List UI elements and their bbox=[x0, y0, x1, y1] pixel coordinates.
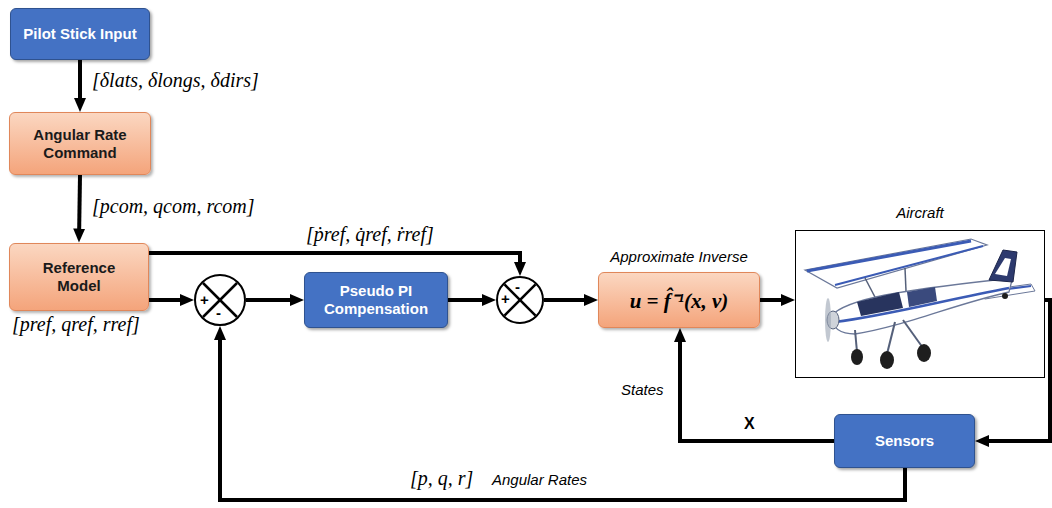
box-heading: Approximate Inverse bbox=[559, 248, 799, 265]
signal-arrow bbox=[78, 60, 82, 104]
signal-label: [pcom, qcom, rcom] bbox=[92, 195, 255, 218]
plus-sign: + bbox=[200, 291, 209, 308]
box-heading: Aircraft bbox=[756, 204, 1052, 221]
signal-arrow bbox=[246, 298, 296, 302]
state-label: States bbox=[621, 381, 664, 398]
signal-arrow bbox=[149, 253, 520, 268]
signal-arrow bbox=[680, 336, 834, 441]
signal-arrow bbox=[220, 334, 905, 500]
signal-label: [p, q, r] bbox=[410, 467, 473, 490]
signal-arrow bbox=[760, 298, 787, 302]
signal-label: X bbox=[744, 415, 755, 433]
signal-arrow bbox=[77, 175, 82, 235]
signal-arrow bbox=[448, 298, 488, 302]
summing-junction: +- bbox=[496, 276, 544, 324]
summing-junction: +- bbox=[194, 274, 246, 326]
box-label: Pseudo PI Compensation bbox=[313, 282, 439, 318]
sensor-box: Sensors bbox=[834, 414, 975, 468]
signal-label: Angular Rates bbox=[492, 471, 587, 488]
inverse-box: Approximate Inverseu = f̂⁻¹(x, v) bbox=[598, 272, 760, 328]
input-box: Pilot Stick Input bbox=[10, 8, 150, 60]
signal-label: [δlats, δlongs, δdirs] bbox=[92, 69, 259, 92]
controller-box: Pseudo PI Compensation bbox=[304, 272, 448, 328]
process-box: Angular Rate Command bbox=[9, 112, 151, 175]
signal-arrow bbox=[149, 298, 186, 302]
minus-sign: - bbox=[216, 304, 221, 321]
minus-sign: - bbox=[515, 278, 520, 295]
box-label: Pilot Stick Input bbox=[23, 25, 136, 43]
signal-label: [pref, qref, rref] bbox=[12, 313, 140, 336]
aircraft-frame: Aircraft bbox=[795, 230, 1045, 378]
box-label: Reference Model bbox=[24, 259, 134, 295]
signal-label: [ṗref, q̇ref, ṙref] bbox=[306, 223, 434, 246]
process-box: Reference Model bbox=[9, 243, 149, 311]
box-label: Sensors bbox=[875, 432, 934, 450]
signal-arrow bbox=[544, 298, 590, 302]
signal-arrow bbox=[983, 300, 1050, 441]
plus-sign: + bbox=[501, 290, 510, 307]
formula-text: u = f̂⁻¹(x, v) bbox=[630, 286, 729, 314]
box-label: Angular Rate Command bbox=[20, 126, 140, 162]
